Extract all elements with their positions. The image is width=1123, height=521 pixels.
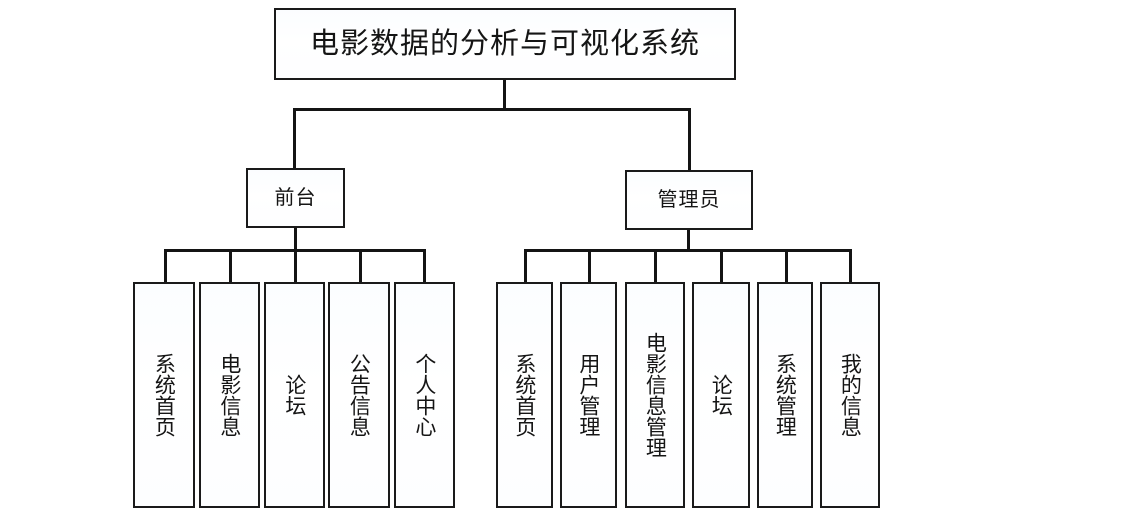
node-branch-admin: 管理员 [625,170,753,230]
node-leaf-admin-1-label: 系统首页 [512,353,537,437]
node-root-label: 电影数据的分析与可视化系统 [309,27,700,60]
edge-frontend-drop-5 [423,249,426,283]
node-leaf-admin-5: 系统管理 [757,282,813,508]
edge-admin-drop-6 [849,249,852,283]
node-branch-frontend: 前台 [246,168,345,228]
node-leaf-admin-2-label: 用户管理 [576,353,601,437]
edge-to-admin [688,108,691,172]
edge-admin-drop-1 [524,249,527,283]
edge-to-frontend [293,108,296,170]
node-leaf-admin-3: 电影信息管理 [625,282,685,508]
edge-root-stem [503,80,506,111]
edge-admin-drop-2 [588,249,591,283]
node-leaf-admin-4: 论坛 [692,282,750,508]
node-leaf-frontend-4: 公告信息 [328,282,390,508]
edge-admin-bus [524,249,851,252]
edge-frontend-stem [294,228,297,251]
node-leaf-frontend-2-label: 电影信息 [217,353,242,437]
node-leaf-frontend-3-label: 论坛 [282,374,307,416]
edge-admin-drop-3 [654,249,657,283]
node-leaf-admin-4-label: 论坛 [709,374,734,416]
edge-frontend-drop-2 [229,249,232,283]
edge-frontend-drop-3 [294,249,297,283]
node-leaf-frontend-3: 论坛 [264,282,325,508]
edge-admin-stem [687,230,690,251]
node-leaf-frontend-5: 个人中心 [394,282,455,508]
node-leaf-frontend-5-label: 个人中心 [412,353,437,437]
edge-frontend-drop-1 [164,249,167,283]
node-leaf-admin-3-label: 电影信息管理 [643,332,668,458]
node-leaf-frontend-4-label: 公告信息 [347,353,372,437]
edge-frontend-drop-4 [359,249,362,283]
node-leaf-frontend-1: 系统首页 [133,282,195,508]
edge-level2-bus [293,108,691,111]
node-leaf-frontend-2: 电影信息 [199,282,260,508]
node-branch-admin-label: 管理员 [657,189,721,211]
node-leaf-admin-2: 用户管理 [560,282,617,508]
node-leaf-admin-6: 我的信息 [820,282,880,508]
edge-admin-drop-4 [720,249,723,283]
node-leaf-admin-6-label: 我的信息 [838,353,863,437]
node-leaf-admin-5-label: 系统管理 [773,353,798,437]
edge-admin-drop-5 [785,249,788,283]
node-root-system: 电影数据的分析与可视化系统 [274,8,736,80]
node-branch-frontend-label: 前台 [274,187,317,209]
node-leaf-frontend-1-label: 系统首页 [152,353,177,437]
node-leaf-admin-1: 系统首页 [496,282,553,508]
